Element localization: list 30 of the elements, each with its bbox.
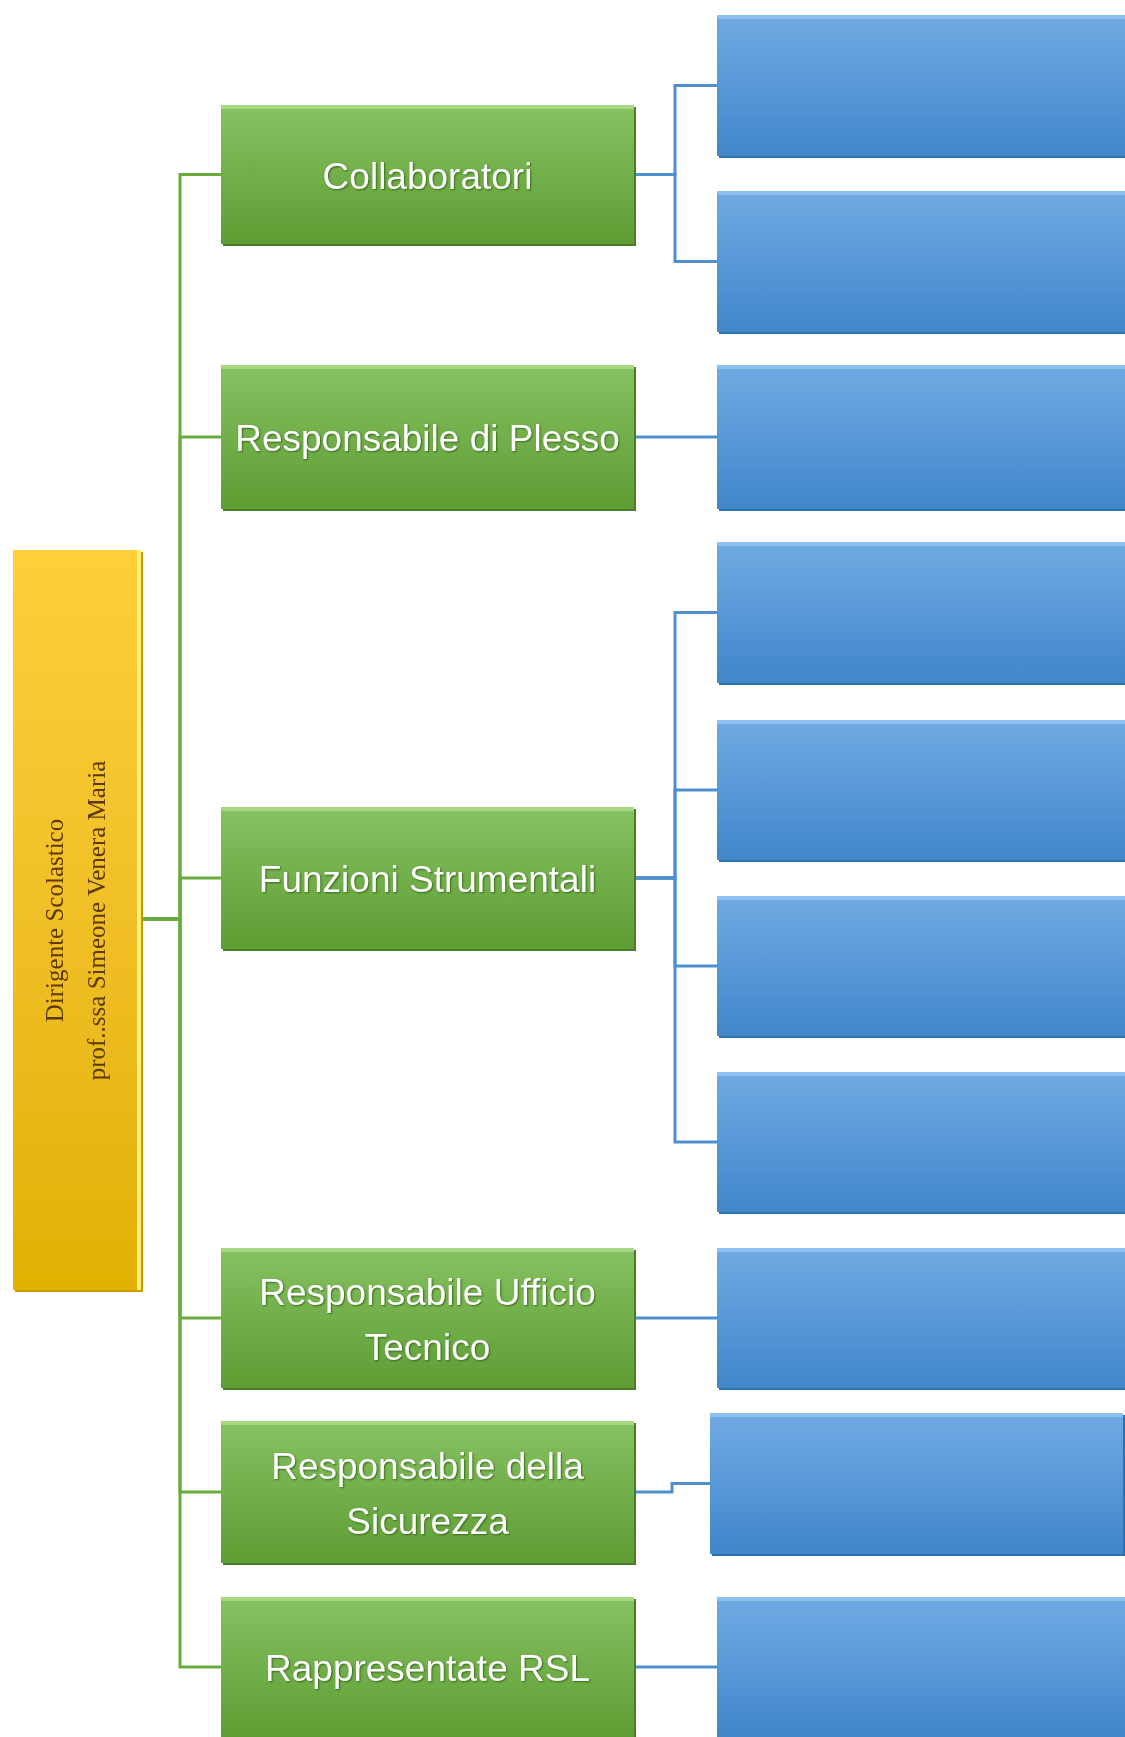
empty-box [710, 1413, 1123, 1554]
role-box [221, 807, 634, 949]
role-label: Responsabile Ufficio Tecnico [258, 1270, 597, 1370]
empty-box [717, 720, 1125, 860]
role-box [221, 1597, 634, 1737]
empty-box [717, 1597, 1125, 1737]
empty-box [717, 15, 1125, 156]
connector-line [634, 1482, 710, 1494]
connector-line [634, 1316, 717, 1320]
empty-box [717, 542, 1125, 683]
role-label: Responsabile della Sicurezza [270, 1444, 585, 1544]
role-box [221, 365, 634, 509]
role-box [221, 1248, 634, 1388]
empty-box [717, 191, 1125, 332]
empty-box [717, 365, 1125, 509]
connector-line [634, 1665, 717, 1669]
role-label: Collaboratori [322, 154, 533, 199]
director-text: prof..ssa Simeone Venera Maria [81, 760, 111, 1080]
role-label: Funzioni Strumentali [258, 858, 597, 903]
role-label: Responsabile di Plesso [235, 417, 620, 462]
role-box [221, 105, 634, 244]
connector-line [634, 435, 717, 439]
empty-box [717, 1248, 1125, 1388]
connector-line [634, 876, 717, 1144]
empty-box [717, 1072, 1125, 1212]
role-box [221, 1421, 634, 1563]
empty-box [717, 896, 1125, 1036]
director-box [13, 550, 141, 1290]
director-text: Dirigente Scolastico [39, 818, 69, 1022]
role-label: Rappresentate RSL [265, 1647, 590, 1692]
